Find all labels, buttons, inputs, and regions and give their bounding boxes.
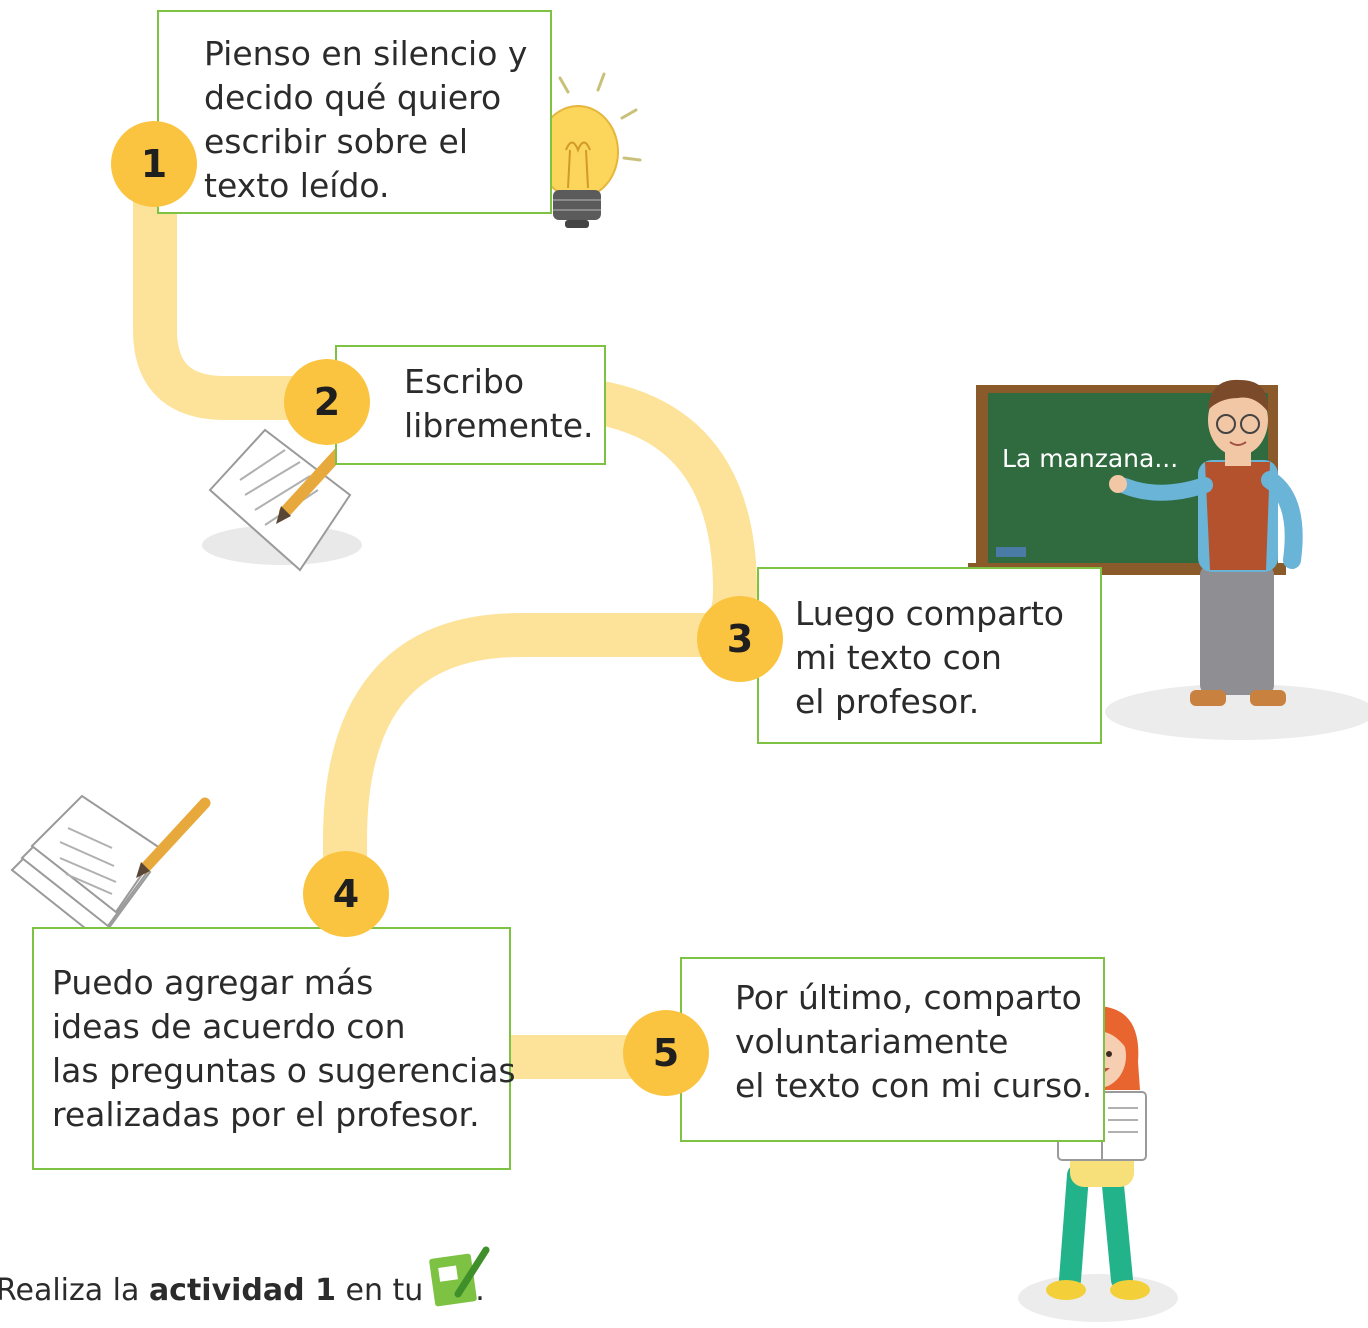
step-1-badge: 1: [111, 121, 197, 207]
papers-pencil-icon: [10, 794, 211, 942]
chalkboard-text: La manzana...: [1002, 444, 1179, 473]
workbook-icon: [429, 1246, 490, 1307]
step-4-text: Puedo agregar más ideas de acuerdo con l…: [52, 963, 516, 1134]
step-5-box: [680, 957, 1105, 1142]
paper-pencil-icon: [202, 422, 368, 572]
footer-prefix: Realiza la: [0, 1273, 149, 1308]
step-1-text: Pienso en silencio y decido qué quiero e…: [204, 34, 528, 205]
footer-suffix: en tu: [335, 1273, 424, 1308]
step-3-badge: 3: [697, 596, 783, 682]
teacher-illustration: [1105, 379, 1368, 740]
step-4-badge: 4: [303, 851, 389, 937]
step-1-box: [157, 10, 552, 214]
step-3-box: [757, 567, 1102, 744]
step-3-text: Luego comparto mi texto con el profesor.: [795, 594, 1064, 721]
step-5-badge: 5: [623, 1010, 709, 1096]
step-2-badge: 2: [284, 359, 370, 445]
step-2-text: Escribo libremente.: [404, 362, 594, 445]
lightbulb-icon: [510, 72, 642, 228]
step-5-text: Por último, comparto voluntariamente el …: [735, 978, 1093, 1105]
footer-end: .: [475, 1273, 485, 1308]
activity-instruction: Realiza la actividad 1 en tu.: [0, 1273, 485, 1308]
step-2-box: [335, 345, 606, 465]
step-4-box: [32, 927, 511, 1170]
winding-path: [133, 138, 757, 912]
footer-bold: actividad 1: [148, 1273, 336, 1308]
